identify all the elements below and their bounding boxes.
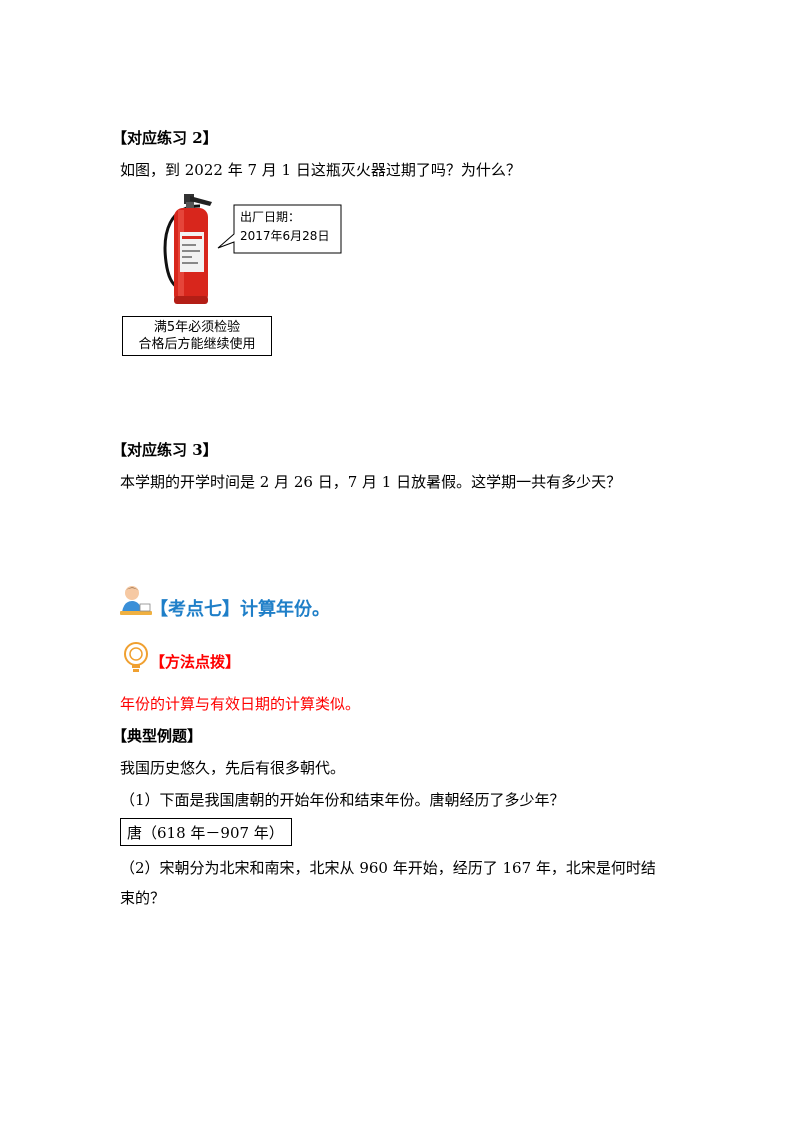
- method-heading: 【方法点拨】: [150, 653, 241, 671]
- example-question-1: （1）下面是我国唐朝的开始年份和结束年份。唐朝经历了多少年？: [120, 791, 565, 809]
- inspection-note-box: 满5年必须检验 合格后方能继续使用: [122, 316, 272, 356]
- student-at-desk-icon: [118, 584, 154, 620]
- section7-title: 【考点七】计算年份。: [150, 599, 330, 620]
- note-line1: 满5年必须检验: [153, 320, 241, 335]
- example-heading: 【典型例题】: [112, 727, 203, 745]
- fire-extinguisher-image: [160, 192, 220, 310]
- callout-label: 出厂日期：: [240, 210, 301, 224]
- practice2-heading: 【对应练习 2】: [112, 129, 218, 147]
- practice3-heading: 【对应练习 3】: [112, 441, 218, 459]
- example-question-2-line2: 束的？: [120, 889, 166, 907]
- example-question-2-line1: （2）宋朝分为北宋和南宋，北宋从 960 年开始，经历了 167 年，北宋是何时…: [120, 859, 656, 877]
- practice3-question: 本学期的开学时间是 2 月 26 日，7 月 1 日放暑假。这学期一共有多少天？: [120, 473, 622, 491]
- manufacture-date-callout: 出厂日期： 2017年6月28日: [216, 204, 342, 254]
- lightbulb-icon: [120, 640, 152, 676]
- practice2-question: 如图，到 2022 年 7 月 1 日这瓶灭火器过期了吗？为什么？: [120, 161, 521, 179]
- method-text: 年份的计算与有效日期的计算类似。: [120, 695, 361, 713]
- note-line2: 合格后方能继续使用: [138, 337, 256, 352]
- example-intro: 我国历史悠久，先后有很多朝代。: [120, 759, 346, 777]
- callout-date: 2017年6月28日: [240, 229, 330, 243]
- tang-dynasty-box: 唐（618 年－907 年）: [120, 818, 292, 846]
